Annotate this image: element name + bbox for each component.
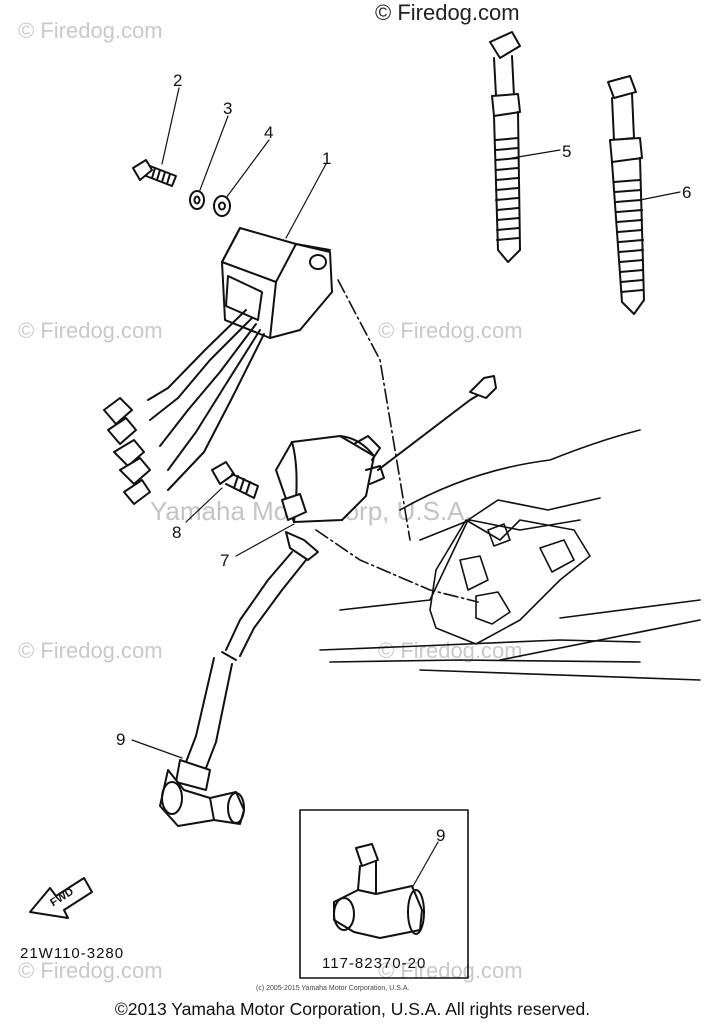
callout-4: 4 (264, 123, 273, 142)
diagram-code: 21W110-3280 (20, 945, 124, 962)
inset-part-number: 117-82370-20 (322, 955, 426, 972)
callout-9-inset: 9 (436, 826, 445, 845)
plug-cap-inset (333, 843, 425, 939)
callout-3: 3 (223, 99, 232, 118)
watermark-firedog-top: © Firedog.com (375, 0, 520, 25)
watermark-firedog: © Firedog.com (378, 318, 523, 343)
fwd-arrow-icon (29, 877, 93, 919)
watermark-firedog: © Firedog.com (18, 318, 163, 343)
callout-1: 1 (322, 149, 331, 168)
watermark-firedog: © Firedog.com (18, 18, 163, 43)
callout-5: 5 (562, 142, 571, 161)
spark-plug-cap-part-9 (159, 551, 307, 827)
cdi-unit-part-1 (103, 227, 333, 505)
callout-leaders (131, 87, 681, 889)
callout-labels: 1 2 3 4 5 6 7 8 9 9 (116, 71, 691, 845)
engine-bracket (315, 279, 701, 681)
lock-washer-part-3 (189, 190, 205, 210)
bolt-part-2 (132, 159, 177, 187)
screw-part-8 (211, 461, 259, 499)
callout-2: 2 (173, 71, 182, 90)
watermark-layer: © Firedog.com © Firedog.com © Firedog.co… (18, 18, 523, 983)
cable-tie-part-5 (489, 31, 521, 263)
callout-7: 7 (220, 551, 229, 570)
watermark-firedog: © Firedog.com (18, 638, 163, 663)
ignition-coil (275, 375, 497, 561)
inset-box (299, 809, 469, 979)
callout-9: 9 (116, 730, 125, 749)
watermark-firedog: © Firedog.com (18, 958, 163, 983)
watermark-firedog: © Firedog.com (378, 958, 523, 983)
callout-6: 6 (682, 183, 691, 202)
cable-tie-part-6 (607, 75, 645, 315)
parts-diagram: © Firedog.com © Firedog.com © Firedog.co… (18, 0, 701, 992)
small-copyright: (c) 2005-2015 Yamaha Motor Corporation, … (256, 985, 409, 992)
callout-8: 8 (172, 523, 181, 542)
washer-part-4 (213, 195, 231, 217)
copyright-notice: ©2013 Yamaha Motor Corporation, U.S.A. A… (114, 999, 591, 1019)
